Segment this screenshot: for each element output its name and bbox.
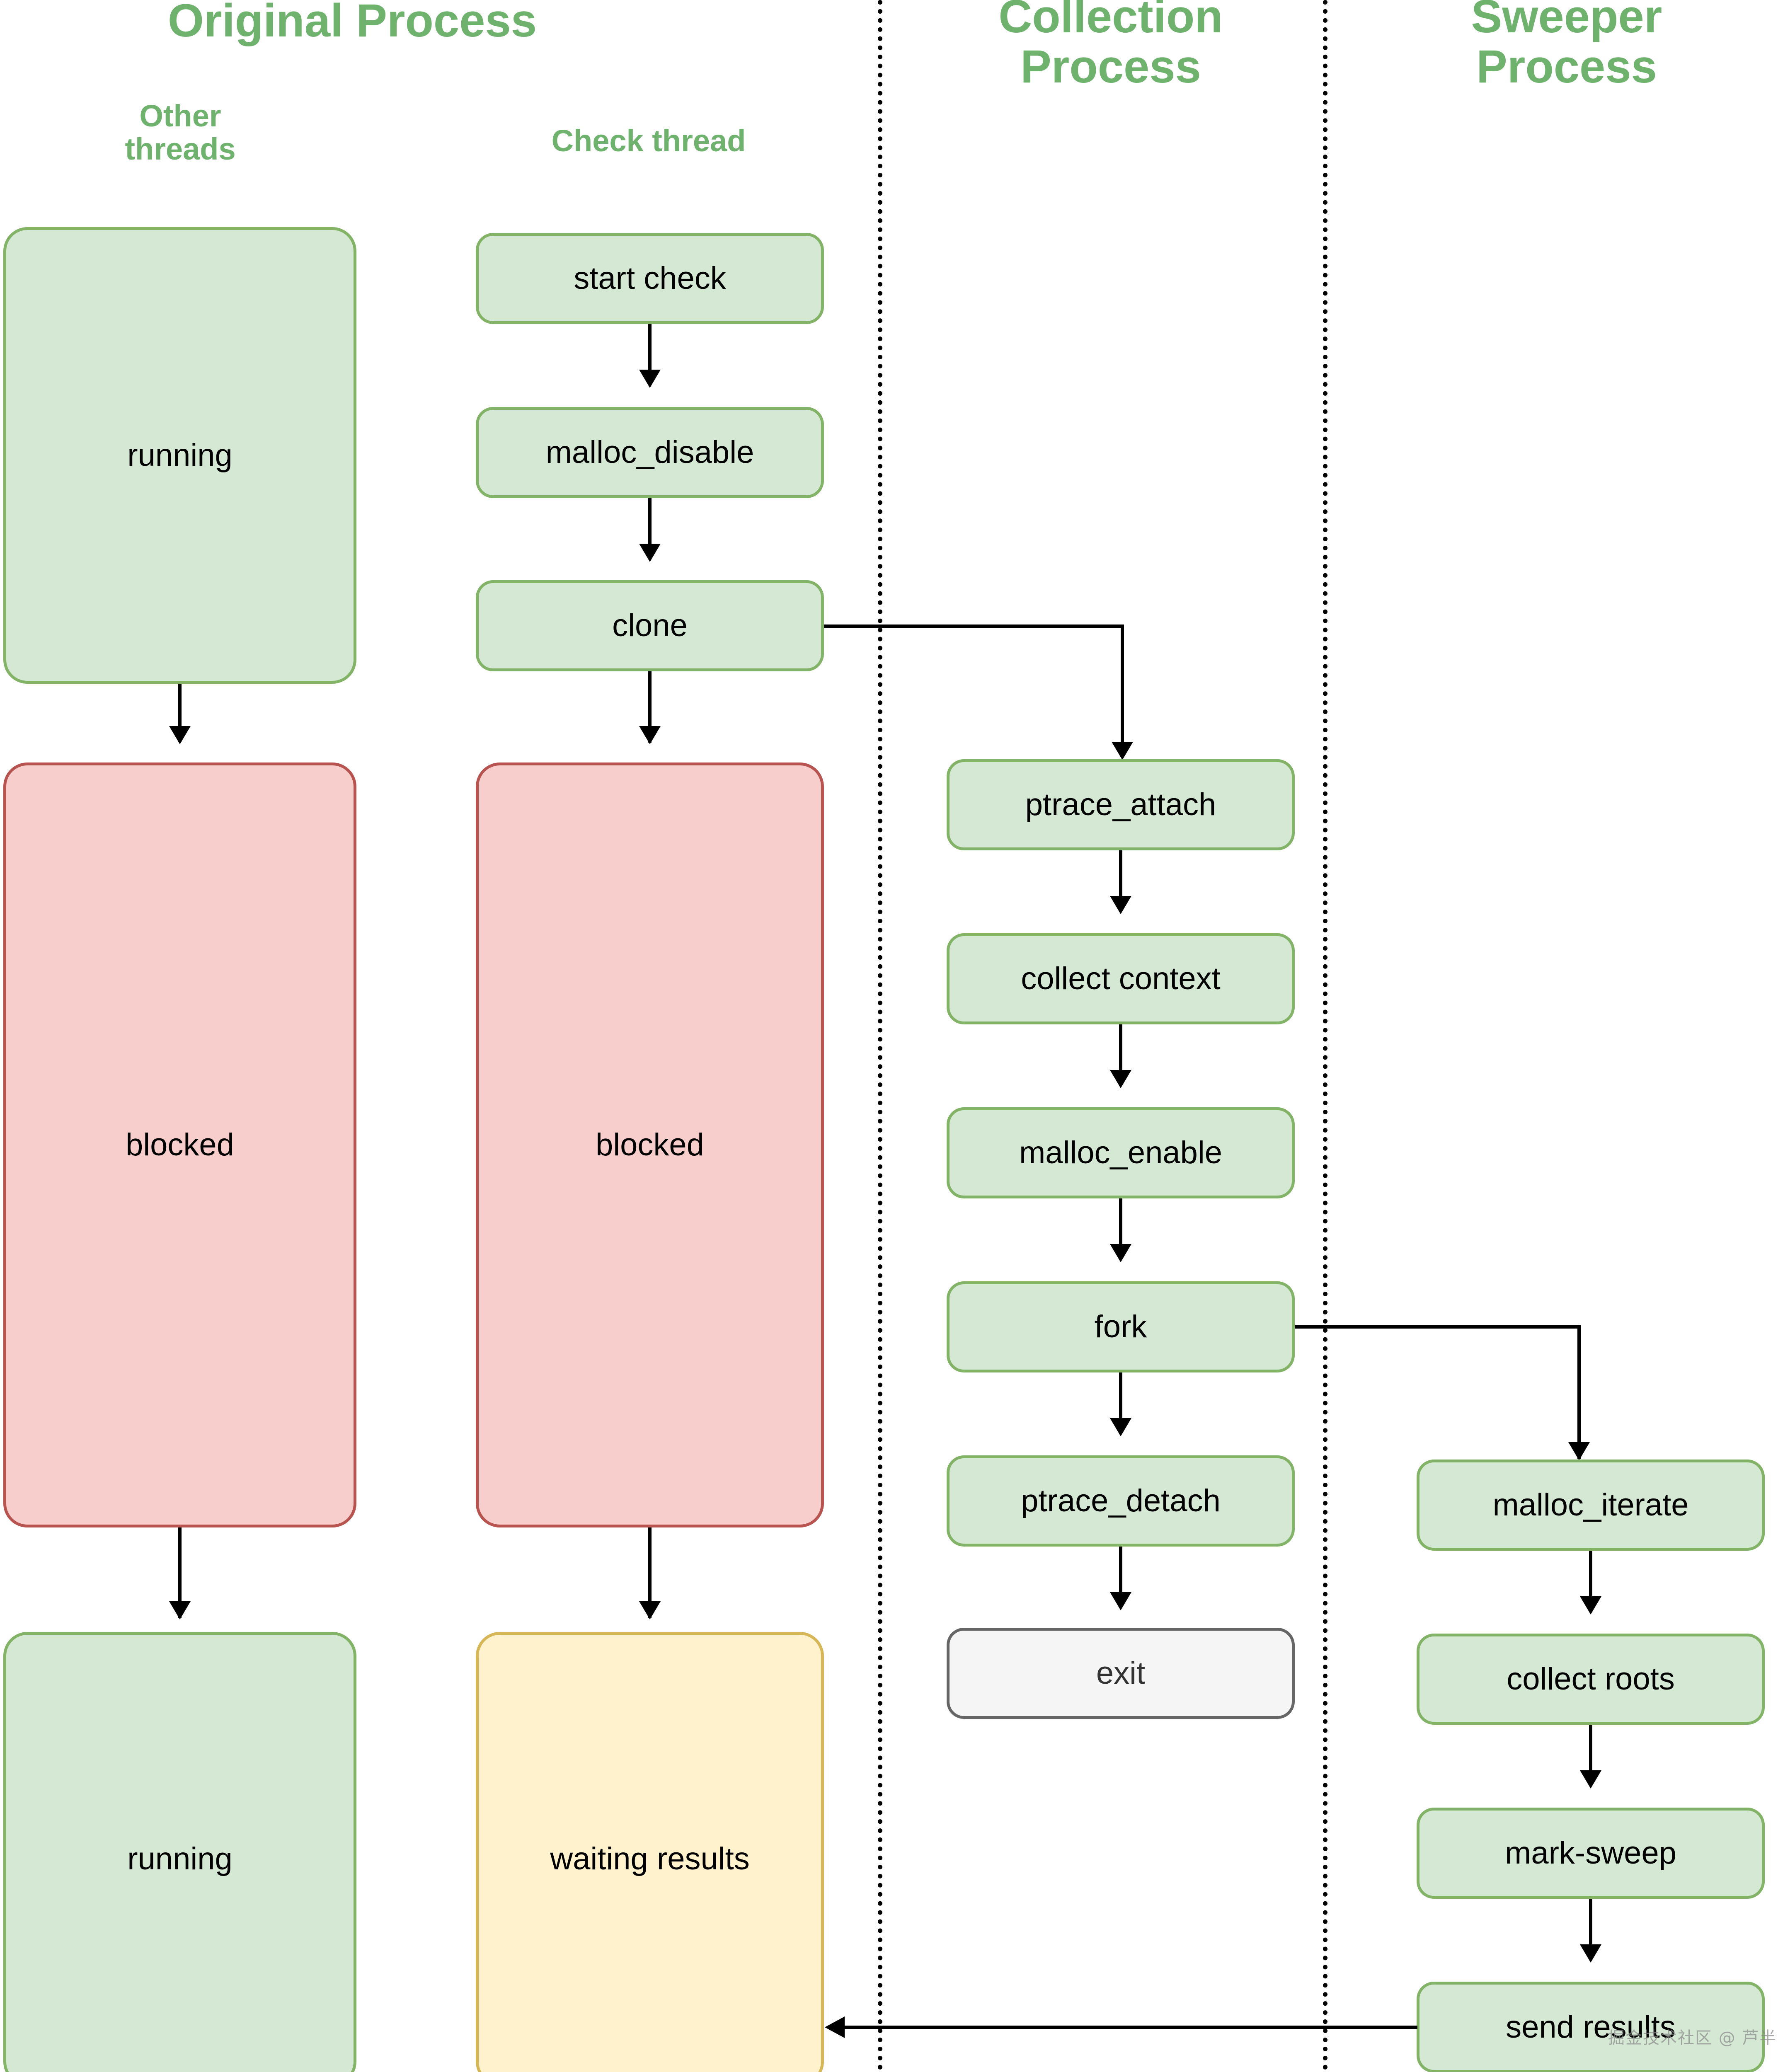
arrowhead-collect-context-to-malloc-enable [1110, 1070, 1131, 1088]
node-sweep-send-results[interactable]: send results [1417, 1982, 1765, 2072]
lane-title-original-process: Original Process [167, 0, 537, 46]
node-collect-exit[interactable]: exit [947, 1628, 1295, 1719]
connector-fork-to-malloc-iterate-vertical [1577, 1325, 1581, 1459]
connector-mark-sweep-to-send-results [1589, 1899, 1592, 1960]
arrowhead-other-blocked-to-running [169, 1601, 191, 1619]
connector-collect-roots-to-mark-sweep [1589, 1725, 1592, 1786]
lane-divider-right [1323, 0, 1327, 2072]
lane-divider-left [878, 0, 882, 2072]
watermark-text: 掘金技术社区 @ 芦半山 [1608, 2028, 1778, 2048]
node-other-blocked[interactable]: blocked [3, 762, 356, 1527]
arrowhead-fork-to-ptrace-detach [1110, 1418, 1131, 1436]
connector-send-results-to-waiting-results [837, 2026, 1417, 2029]
node-collect-context[interactable]: collect context [947, 933, 1295, 1024]
connector-malloc-disable-to-clone [648, 498, 652, 559]
arrowhead-collect-roots-to-mark-sweep [1580, 1770, 1601, 1789]
arrowhead-other-running-to-blocked [169, 726, 191, 744]
arrowhead-fork-to-malloc-iterate [1568, 1442, 1590, 1460]
arrowhead-malloc-iterate-to-collect-roots [1580, 1596, 1601, 1615]
arrowhead-ptrace-attach-to-collect-context [1110, 896, 1131, 914]
node-other-running-top[interactable]: running [3, 227, 356, 684]
arrowhead-blocked-to-waiting [639, 1601, 661, 1619]
connector-ptrace-attach-to-collect-context [1119, 850, 1122, 912]
connector-clone-to-blocked [648, 671, 652, 743]
connector-clone-to-ptrace-attach-vertical [1121, 625, 1124, 757]
connector-other-running-to-blocked [178, 684, 182, 742]
connector-clone-to-ptrace-attach-horizontal [824, 625, 1122, 628]
arrowhead-clone-to-blocked [639, 726, 661, 744]
node-sweep-malloc-iterate[interactable]: malloc_iterate [1417, 1460, 1765, 1551]
node-sweep-mark-sweep[interactable]: mark-sweep [1417, 1808, 1765, 1899]
arrowhead-start-to-malloc-disable [639, 370, 661, 388]
node-collect-ptrace-attach[interactable]: ptrace_attach [947, 759, 1295, 850]
connector-malloc-iterate-to-collect-roots [1589, 1551, 1592, 1612]
connector-ptrace-detach-to-exit [1119, 1547, 1122, 1608]
arrowhead-clone-to-ptrace-attach [1112, 742, 1133, 760]
column-header-other-threads: Other threads [125, 99, 236, 166]
arrowhead-send-results-to-waiting-results [825, 2016, 845, 2038]
connector-fork-to-malloc-iterate-horizontal [1295, 1325, 1579, 1329]
node-check-clone[interactable]: clone [476, 580, 824, 671]
connector-start-to-malloc-disable [648, 324, 652, 385]
arrowhead-ptrace-detach-to-exit [1110, 1592, 1131, 1610]
arrowhead-malloc-disable-to-clone [639, 544, 661, 562]
connector-blocked-to-waiting [648, 1527, 652, 1618]
node-check-blocked[interactable]: blocked [476, 762, 824, 1527]
connector-malloc-enable-to-fork [1119, 1198, 1122, 1260]
column-header-check-thread: Check thread [551, 123, 746, 158]
node-check-waiting-results[interactable]: waiting results [476, 1632, 824, 2072]
connector-fork-to-ptrace-detach [1119, 1372, 1122, 1434]
node-check-malloc-disable[interactable]: malloc_disable [476, 407, 824, 498]
node-collect-malloc-enable[interactable]: malloc_enable [947, 1107, 1295, 1198]
arrowhead-mark-sweep-to-send-results [1580, 1944, 1601, 1963]
node-collect-fork[interactable]: fork [947, 1281, 1295, 1372]
connector-other-blocked-to-running [178, 1527, 182, 1618]
lane-title-sweeper-process: Sweeper Process [1471, 0, 1662, 92]
lane-title-collection-process: Collection Process [998, 0, 1223, 92]
arrowhead-malloc-enable-to-fork [1110, 1244, 1131, 1262]
node-other-running-bottom[interactable]: running [3, 1632, 356, 2072]
connector-collect-context-to-malloc-enable [1119, 1024, 1122, 1086]
node-check-start[interactable]: start check [476, 233, 824, 324]
node-sweep-collect-roots[interactable]: collect roots [1417, 1634, 1765, 1725]
node-collect-ptrace-detach[interactable]: ptrace_detach [947, 1455, 1295, 1547]
